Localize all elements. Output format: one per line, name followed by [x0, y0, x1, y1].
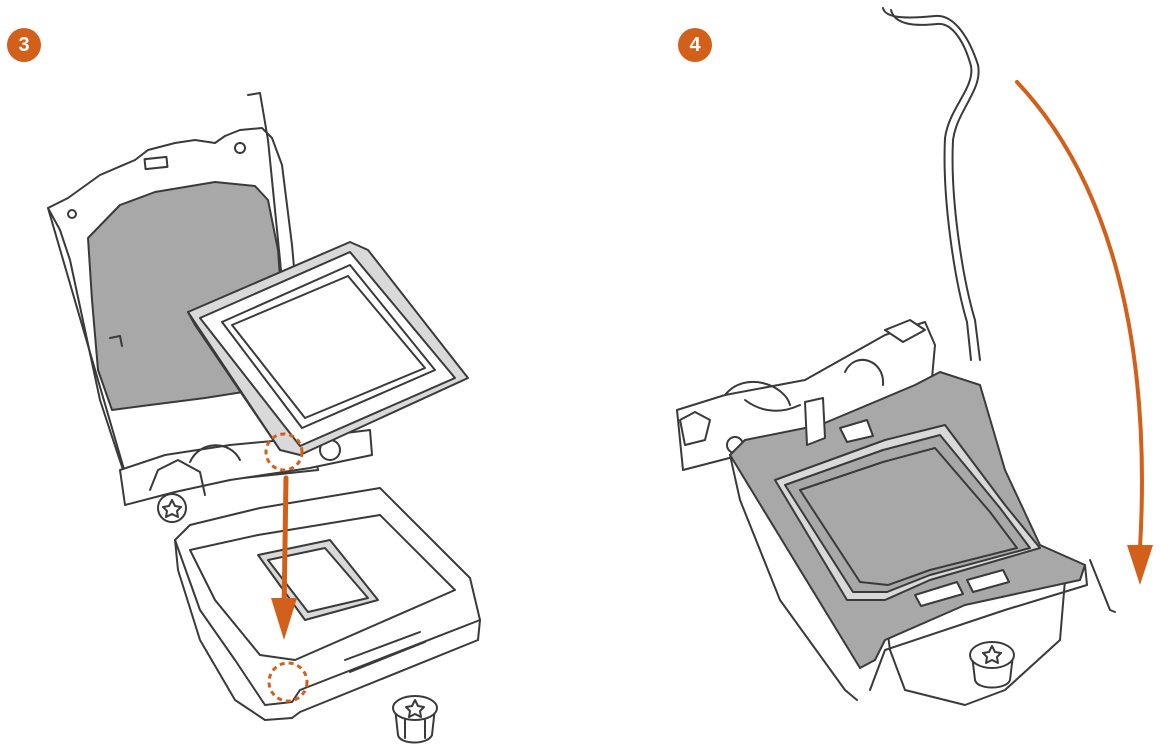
step-3-panel: 3 — [7, 28, 481, 744]
screw-icon — [969, 641, 1015, 689]
arrow-curved-icon — [1015, 80, 1153, 585]
step-3-illustration — [47, 92, 481, 744]
lever-icon — [882, 7, 981, 361]
load-plate-icon — [729, 371, 1116, 701]
screw-icon — [392, 695, 438, 744]
alignment-marker-icon — [264, 432, 309, 703]
step-3-badge: 3 — [7, 28, 41, 62]
step-4-illustration — [676, 7, 1153, 706]
step-4-panel: 4 — [585, 0, 1170, 754]
socket-icon — [174, 487, 481, 721]
cpu-chip-icon — [187, 241, 469, 456]
arrow-down-icon — [271, 475, 297, 640]
step-4-badge: 4 — [678, 28, 712, 62]
